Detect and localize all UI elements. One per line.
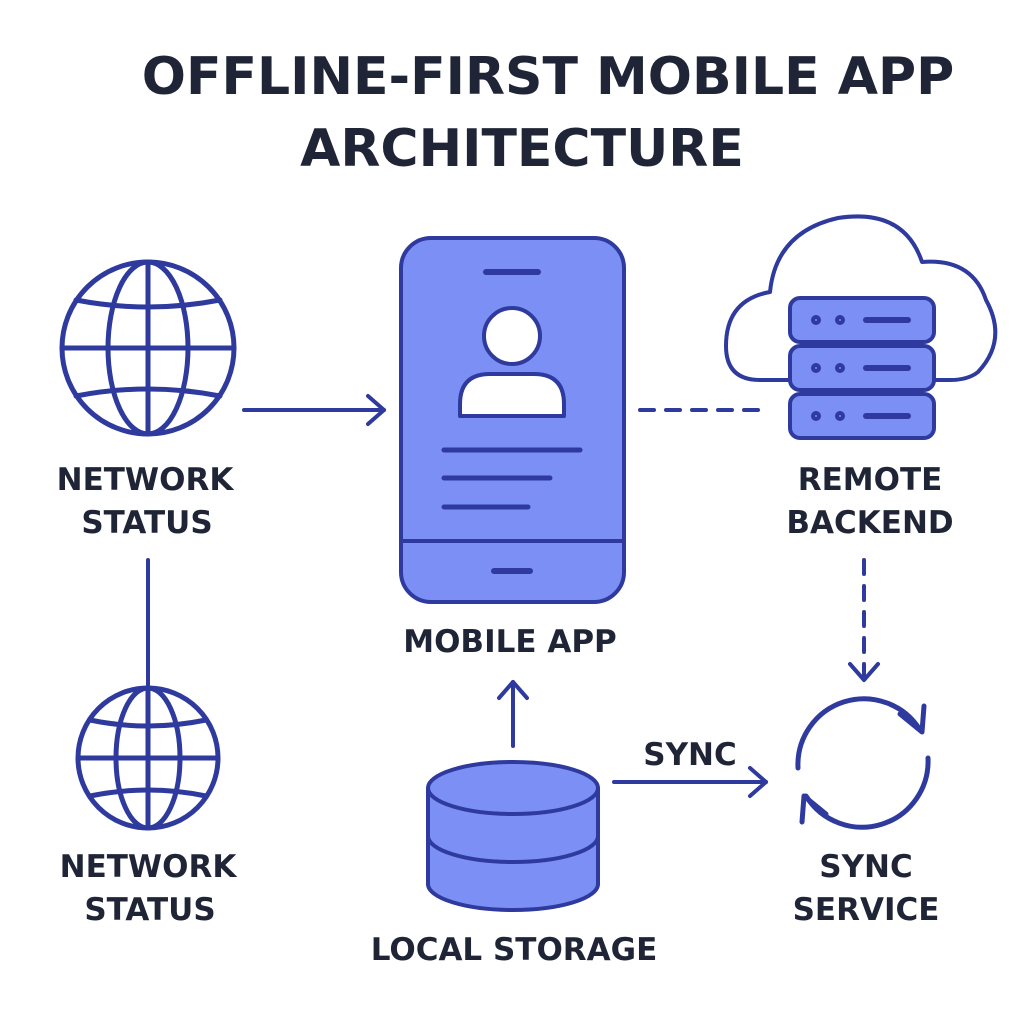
avatar-head	[482, 306, 542, 366]
node-network-status-bottom: NETWORK STATUS	[60, 685, 238, 928]
mobile-app-label: MOBILE APP	[403, 624, 617, 660]
sync-icon	[795, 696, 931, 830]
node-network-status-top: NETWORK STATUS	[57, 259, 237, 541]
local-storage-label: LOCAL STORAGE	[371, 932, 658, 968]
node-local-storage: LOCAL STORAGE	[371, 760, 658, 968]
edge-local-storage-to-mobile-app	[497, 680, 529, 748]
edge-local-storage-to-sync-service: SYNC	[612, 737, 768, 798]
network-status-top-label-line2: STATUS	[81, 505, 212, 541]
sync-service-label-line1: SYNC	[819, 849, 912, 885]
diagram-title: OFFLINE-FIRST MOBILE APP ARCHITECTURE	[142, 47, 954, 179]
title-line-2: ARCHITECTURE	[300, 119, 744, 179]
node-mobile-app: MOBILE APP	[399, 236, 626, 660]
sync-service-label-line2: SERVICE	[793, 892, 940, 928]
network-status-bottom-label-line1: NETWORK	[60, 849, 238, 885]
edge-remote-backend-to-sync-service	[848, 558, 880, 682]
node-sync-service: SYNC SERVICE	[793, 696, 940, 928]
sync-edge-label: SYNC	[643, 737, 736, 773]
title-line-1: OFFLINE-FIRST MOBILE APP	[142, 47, 954, 107]
globe-icon	[75, 685, 221, 831]
cloud-server-icon	[724, 214, 998, 440]
remote-backend-label-line1: REMOTE	[798, 462, 943, 498]
avatar-body	[458, 372, 566, 418]
node-remote-backend: REMOTE BACKEND	[724, 214, 998, 541]
remote-backend-label-line2: BACKEND	[786, 505, 953, 541]
database-icon	[426, 760, 600, 912]
network-status-top-label-line1: NETWORK	[57, 462, 235, 498]
edge-network-to-mobile-app	[242, 394, 386, 426]
globe-icon	[59, 259, 237, 437]
smartphone-icon	[399, 236, 626, 604]
network-status-bottom-label-line2: STATUS	[84, 892, 215, 928]
